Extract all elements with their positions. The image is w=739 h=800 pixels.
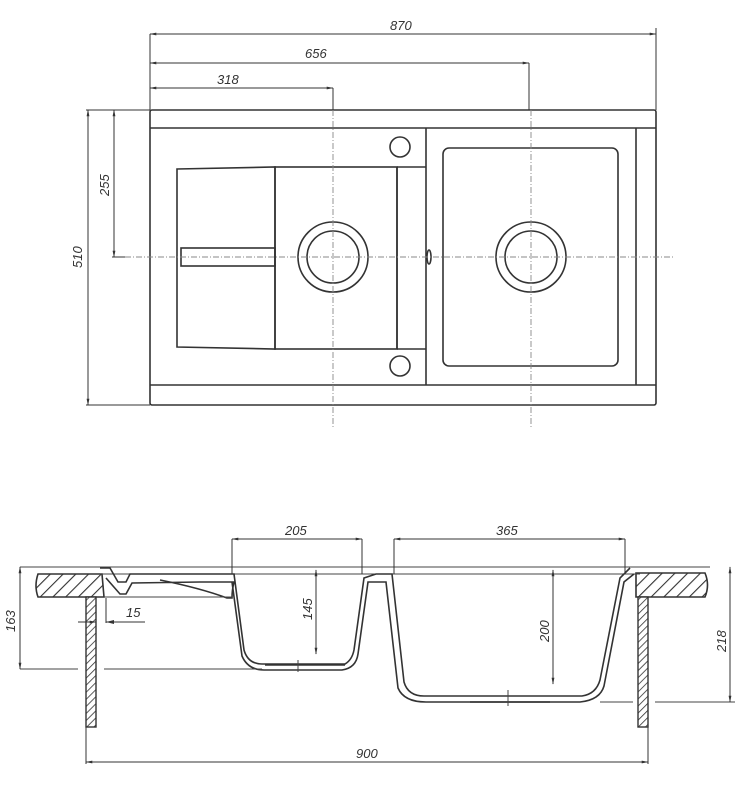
dimension-656: 656 [149, 46, 530, 110]
dim-label-255: 255 [97, 174, 112, 197]
dim-label-656: 656 [305, 46, 327, 61]
dimension-145: 145 [300, 569, 318, 655]
tap-hole-bottom [389, 355, 411, 377]
section-view: 205 365 145 200 163 218 [3, 523, 735, 764]
cabinet-wall-right [637, 596, 649, 728]
dimension-870: 870 [149, 18, 657, 110]
dimension-200: 200 [537, 569, 555, 685]
dimension-218: 218 [714, 566, 732, 703]
dim-label-318: 318 [217, 72, 239, 87]
dim-label-163: 163 [3, 610, 18, 632]
dimension-510: 510 [70, 109, 150, 406]
dim-label-870: 870 [390, 18, 412, 33]
top-view: 870 656 318 510 255 [70, 18, 675, 428]
small-bowl [274, 166, 398, 350]
dimension-318: 318 [149, 72, 334, 110]
tap-hole-top [389, 136, 411, 158]
dimension-163: 163 [3, 566, 22, 670]
dimension-900: 900 [85, 727, 649, 764]
dimension-255: 255 [97, 109, 150, 258]
dimension-205: 205 [231, 523, 363, 574]
dim-label-365: 365 [496, 523, 518, 538]
countertop-right [635, 572, 709, 598]
dimension-15: 15 [78, 598, 145, 624]
dim-label-900: 900 [356, 746, 378, 761]
cabinet-wall-left [85, 596, 97, 728]
dim-label-510: 510 [70, 246, 85, 268]
dim-label-205: 205 [284, 523, 307, 538]
countertop-left [35, 573, 105, 598]
drainboard [176, 166, 276, 350]
dim-label-145: 145 [300, 598, 315, 620]
dim-label-15: 15 [126, 605, 141, 620]
sink-outline [149, 109, 657, 406]
dimension-365: 365 [393, 523, 626, 574]
dim-label-218: 218 [714, 630, 729, 653]
dim-label-200: 200 [537, 620, 552, 643]
